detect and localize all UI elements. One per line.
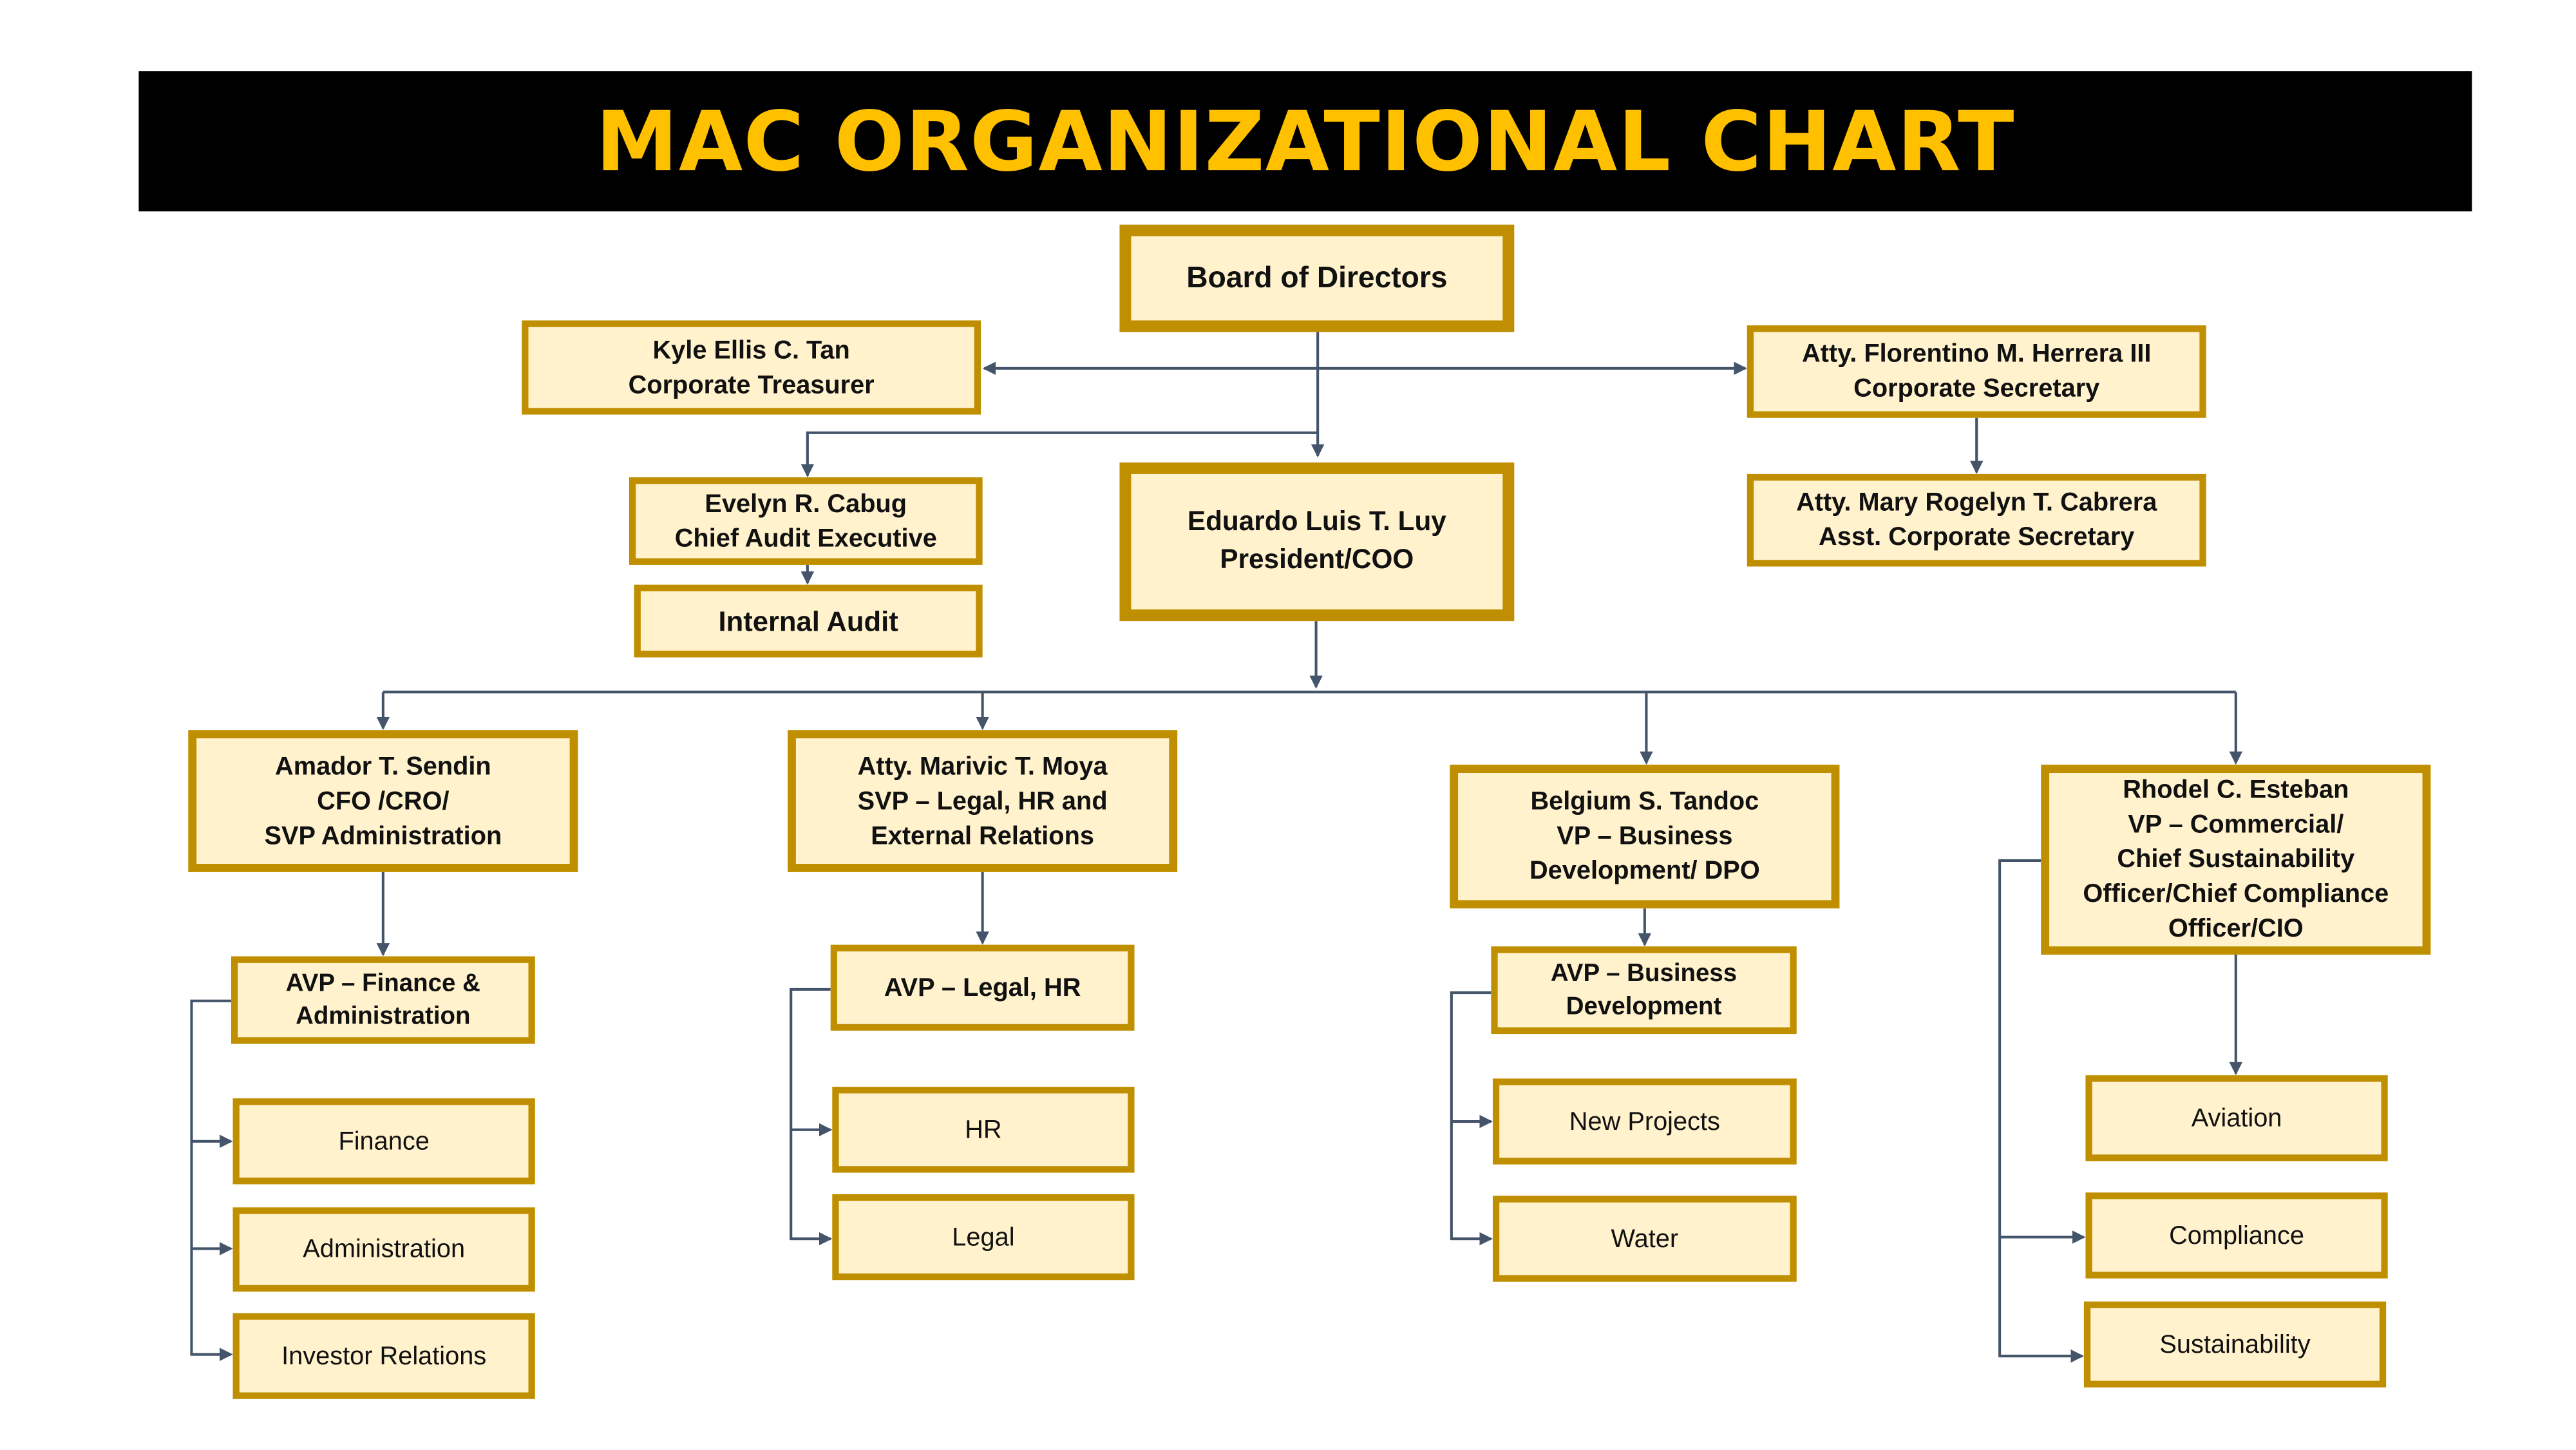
- node-corporate-secretary: Atty. Florentino M. Herrera III Corporat…: [1747, 325, 2206, 418]
- node-chief-audit-executive: Evelyn R. Cabug Chief Audit Executive: [629, 477, 983, 565]
- node-vp-commercial: Rhodel C. Esteban VP – Commercial/ Chief…: [2041, 765, 2431, 955]
- node-board-of-directors: Board of Directors: [1119, 224, 1515, 332]
- node-corporate-treasurer: Kyle Ellis C. Tan Corporate Treasurer: [522, 320, 981, 415]
- connector-board-audit: [800, 431, 1318, 478]
- node-sustainability: Sustainability: [2083, 1301, 2387, 1388]
- node-president: Eduardo Luis T. Luy President/COO: [1119, 462, 1515, 622]
- node-avp-business-development: AVP – Business Development: [1491, 946, 1797, 1035]
- node-hr: HR: [832, 1087, 1135, 1173]
- node-legal: Legal: [832, 1194, 1135, 1281]
- node-finance: Finance: [232, 1098, 535, 1185]
- node-svp-legal: Atty. Marivic T. Moya SVP – Legal, HR an…: [788, 730, 1178, 872]
- node-cfo: Amador T. Sendin CFO /CRO/ SVP Administr…: [188, 730, 578, 872]
- node-avp-finance: AVP – Finance & Administration: [231, 956, 535, 1044]
- node-compliance: Compliance: [2085, 1192, 2388, 1279]
- node-investor-relations: Investor Relations: [232, 1313, 535, 1399]
- title-banner: MAC ORGANIZATIONAL CHART: [138, 71, 2472, 212]
- node-vp-business-development: Belgium S. Tandoc VP – Business Developm…: [1450, 765, 1840, 909]
- node-new-projects: New Projects: [1492, 1078, 1797, 1165]
- node-asst-corporate-secretary: Atty. Mary Rogelyn T. Cabrera Asst. Corp…: [1747, 473, 2206, 567]
- node-internal-audit: Internal Audit: [634, 584, 983, 658]
- chart-title: MAC ORGANIZATIONAL CHART: [596, 93, 2015, 189]
- node-aviation: Aviation: [2085, 1075, 2388, 1161]
- node-water: Water: [1492, 1196, 1797, 1282]
- node-administration: Administration: [232, 1207, 535, 1292]
- node-avp-legal-hr: AVP – Legal, HR: [830, 944, 1135, 1031]
